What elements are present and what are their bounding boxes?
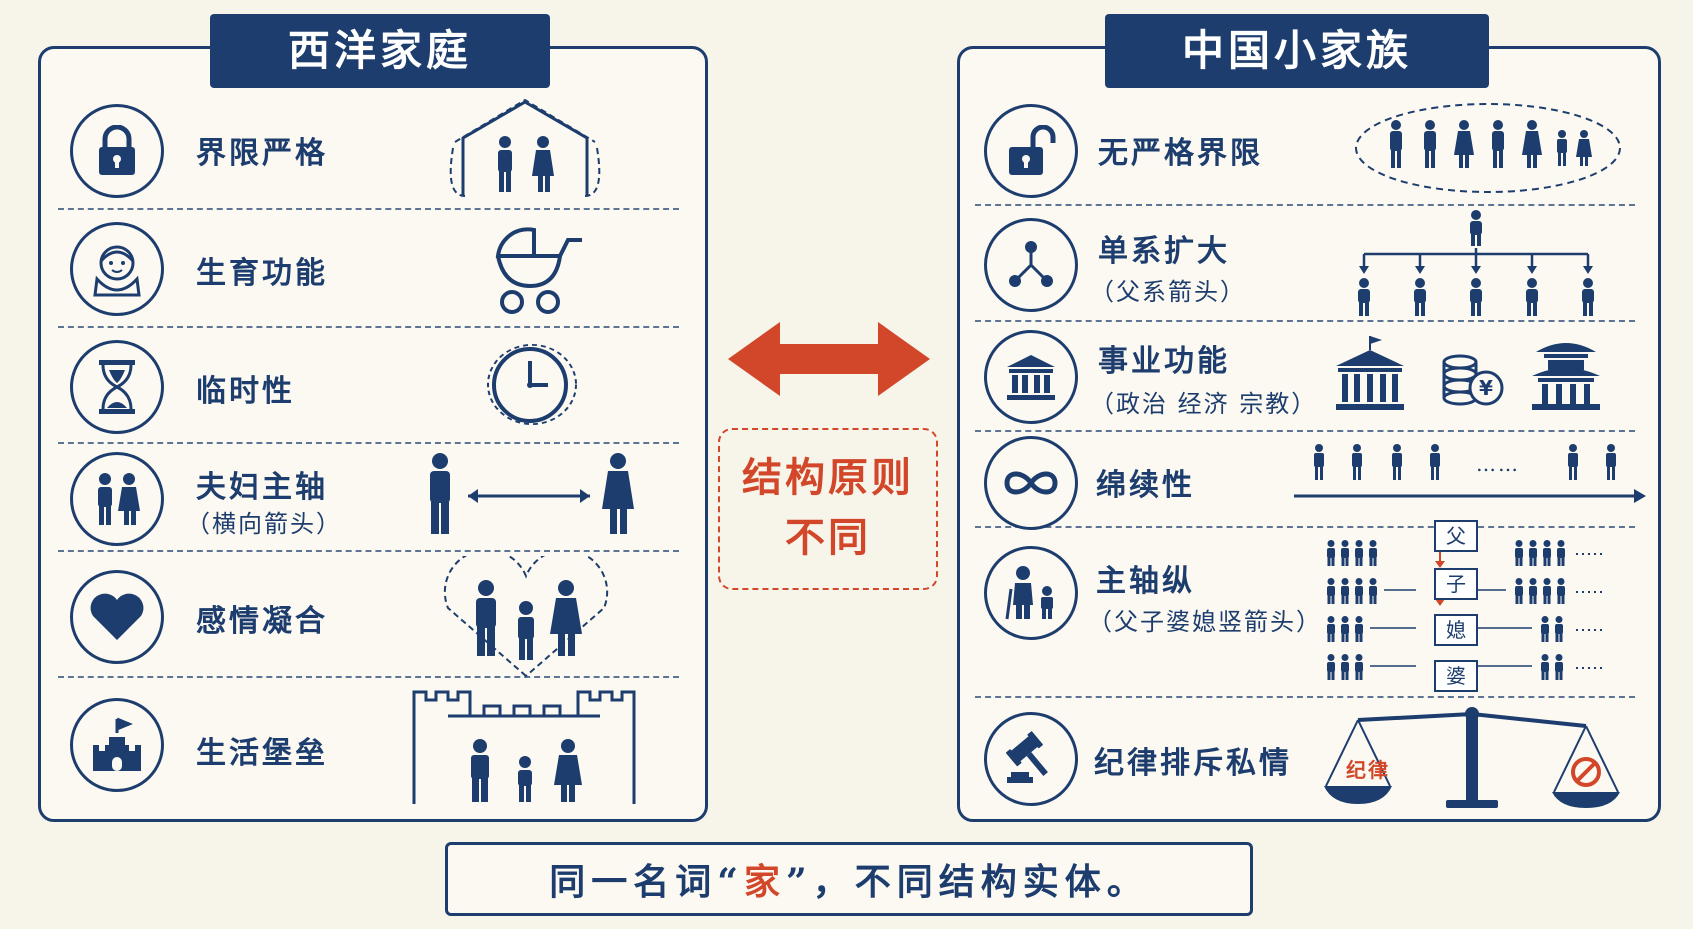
row-label: 夫妇主轴 (196, 470, 328, 505)
row-sublabel: （父子婆媳竖箭头） (1088, 608, 1322, 636)
divider (975, 320, 1635, 322)
chinese-family-panel (957, 46, 1661, 822)
divider (975, 204, 1635, 206)
row-label: 事业功能 (1098, 344, 1230, 379)
continuity-line-icon (1290, 440, 1650, 508)
row-label: 生活堡垒 (196, 736, 328, 771)
row-label: 绵续性 (1096, 468, 1195, 503)
scale-label: 纪律 (1346, 758, 1390, 782)
balance-scale-icon (1322, 700, 1622, 820)
structure-principle-box: 结构原则 不同 (718, 428, 938, 590)
divider (58, 550, 679, 552)
divider (975, 430, 1635, 432)
row-label: 感情凝合 (196, 604, 328, 639)
elder-child-icon (984, 546, 1078, 640)
row-label: 主轴纵 (1096, 564, 1195, 599)
heart-family-icon (436, 548, 616, 684)
castle-icon (70, 698, 164, 792)
center-line-1: 结构原则 (742, 454, 914, 501)
lock-icon (70, 104, 164, 198)
baby-icon (70, 222, 164, 316)
fortress-family-icon (410, 688, 640, 810)
double-arrow-icon (724, 318, 934, 404)
row-label: 纪律排斥私情 (1094, 746, 1292, 781)
row-label: 临时性 (196, 374, 295, 409)
footer-pre: 同一名词“ (549, 861, 744, 903)
lineage-daughter-in-law: 媳 (1434, 614, 1478, 646)
gavel-icon (984, 712, 1078, 806)
house-family-icon (445, 98, 605, 202)
chinese-family-title: 中国小家族 (1105, 14, 1489, 88)
lineage-mother-in-law: 婆 (1434, 660, 1478, 692)
institutions-icon: ¥ (1334, 334, 1614, 418)
row-label: 单系扩大 (1098, 234, 1230, 269)
footer-post: ”，不同结构实体。 (786, 861, 1149, 903)
unlock-icon (984, 104, 1078, 198)
footer-caption: 同一名词“家”，不同结构实体。 (445, 842, 1253, 916)
divider (975, 526, 1635, 528)
divider (975, 696, 1635, 698)
crowd-icon (1352, 100, 1624, 200)
center-line-2: 不同 (785, 514, 871, 561)
lineage-father: 父 (1434, 520, 1478, 552)
row-sublabel: （政治 经济 宗教） (1090, 390, 1318, 418)
row-label: 界限严格 (196, 136, 328, 171)
infinity-icon (984, 436, 1078, 530)
clock-icon (478, 344, 584, 430)
divider (58, 208, 679, 210)
row-label: 无严格界限 (1098, 136, 1263, 171)
row-sublabel: （横向箭头） (186, 510, 342, 538)
hourglass-icon (70, 340, 164, 434)
couple-icon (70, 452, 164, 546)
tree-icon (984, 218, 1078, 312)
footer-highlight: 家 (743, 861, 786, 903)
stroller-icon (490, 226, 586, 320)
divider (58, 442, 679, 444)
row-sublabel: （父系箭头） (1090, 278, 1246, 306)
heart-icon (70, 570, 164, 664)
ellipsis-text: …… (1476, 452, 1520, 476)
svg-text:¥: ¥ (1479, 376, 1493, 400)
patrilineal-tree-icon (1350, 208, 1600, 324)
lineage-son: 子 (1434, 568, 1478, 600)
divider (58, 676, 679, 678)
row-label: 生育功能 (196, 256, 328, 291)
husband-wife-arrow-icon (420, 452, 640, 540)
divider (58, 326, 679, 328)
western-family-title: 西洋家庭 (210, 14, 550, 88)
bank-icon (984, 330, 1078, 424)
